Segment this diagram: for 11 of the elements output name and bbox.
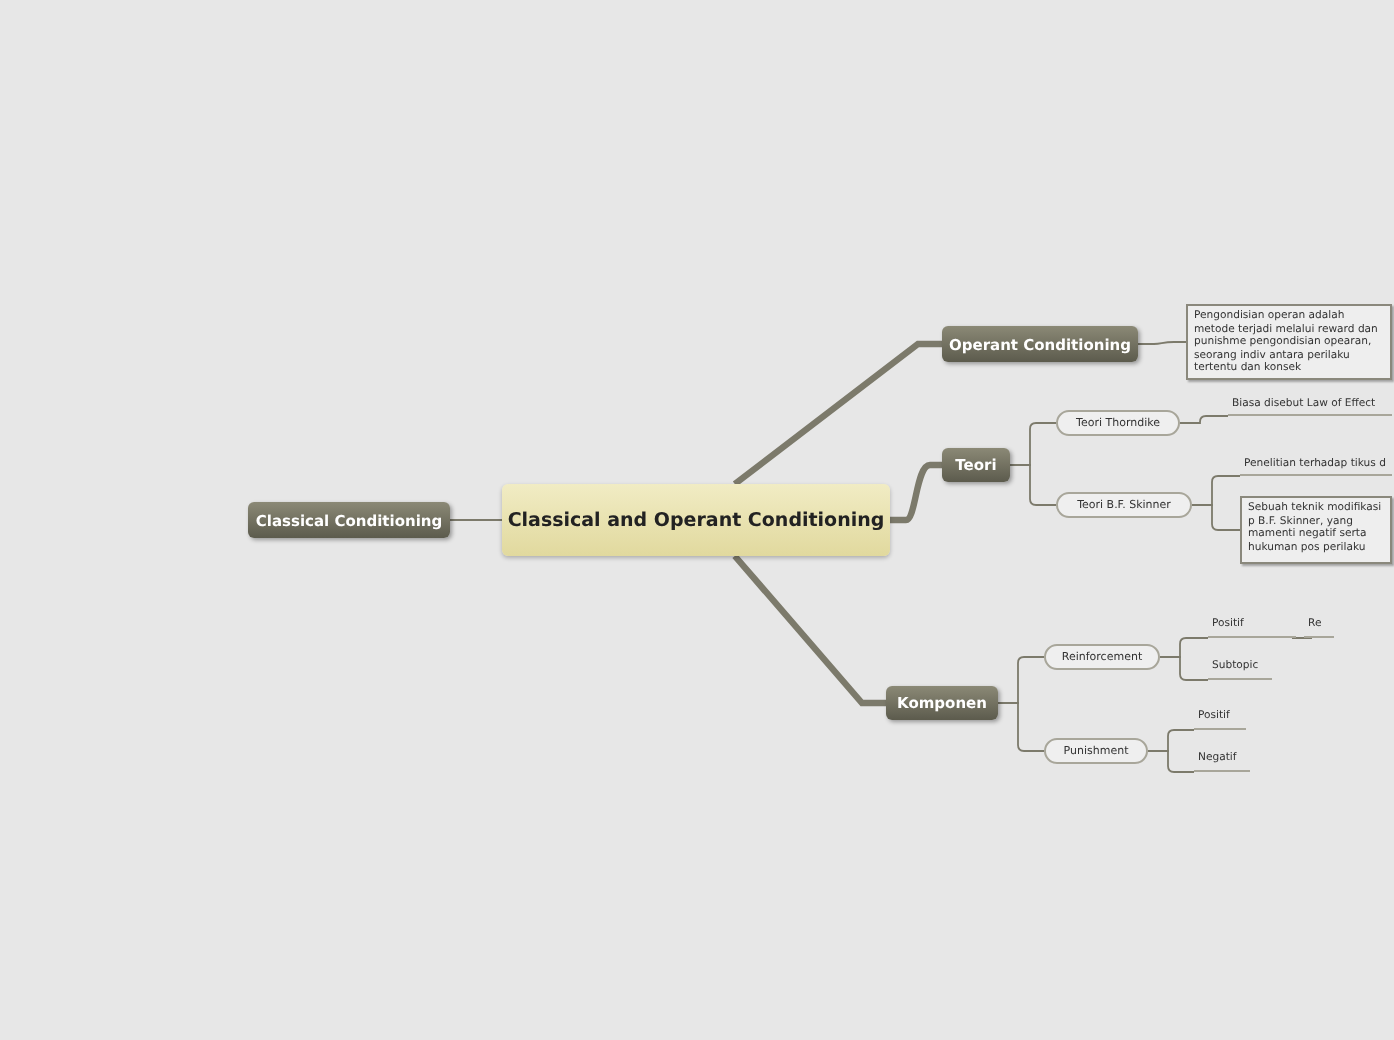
connector-line <box>997 702 1045 752</box>
central-topic-box: Classical and Operant Conditioning <box>502 484 890 556</box>
connector-line <box>1291 637 1313 639</box>
connector-line <box>732 553 886 707</box>
connector-line <box>449 519 503 521</box>
connector-line <box>1147 750 1195 773</box>
connector-line <box>890 461 942 524</box>
connector-line <box>1191 504 1241 531</box>
connector-line <box>1179 415 1229 424</box>
connector-line <box>732 340 942 487</box>
connector-line <box>1137 341 1187 345</box>
